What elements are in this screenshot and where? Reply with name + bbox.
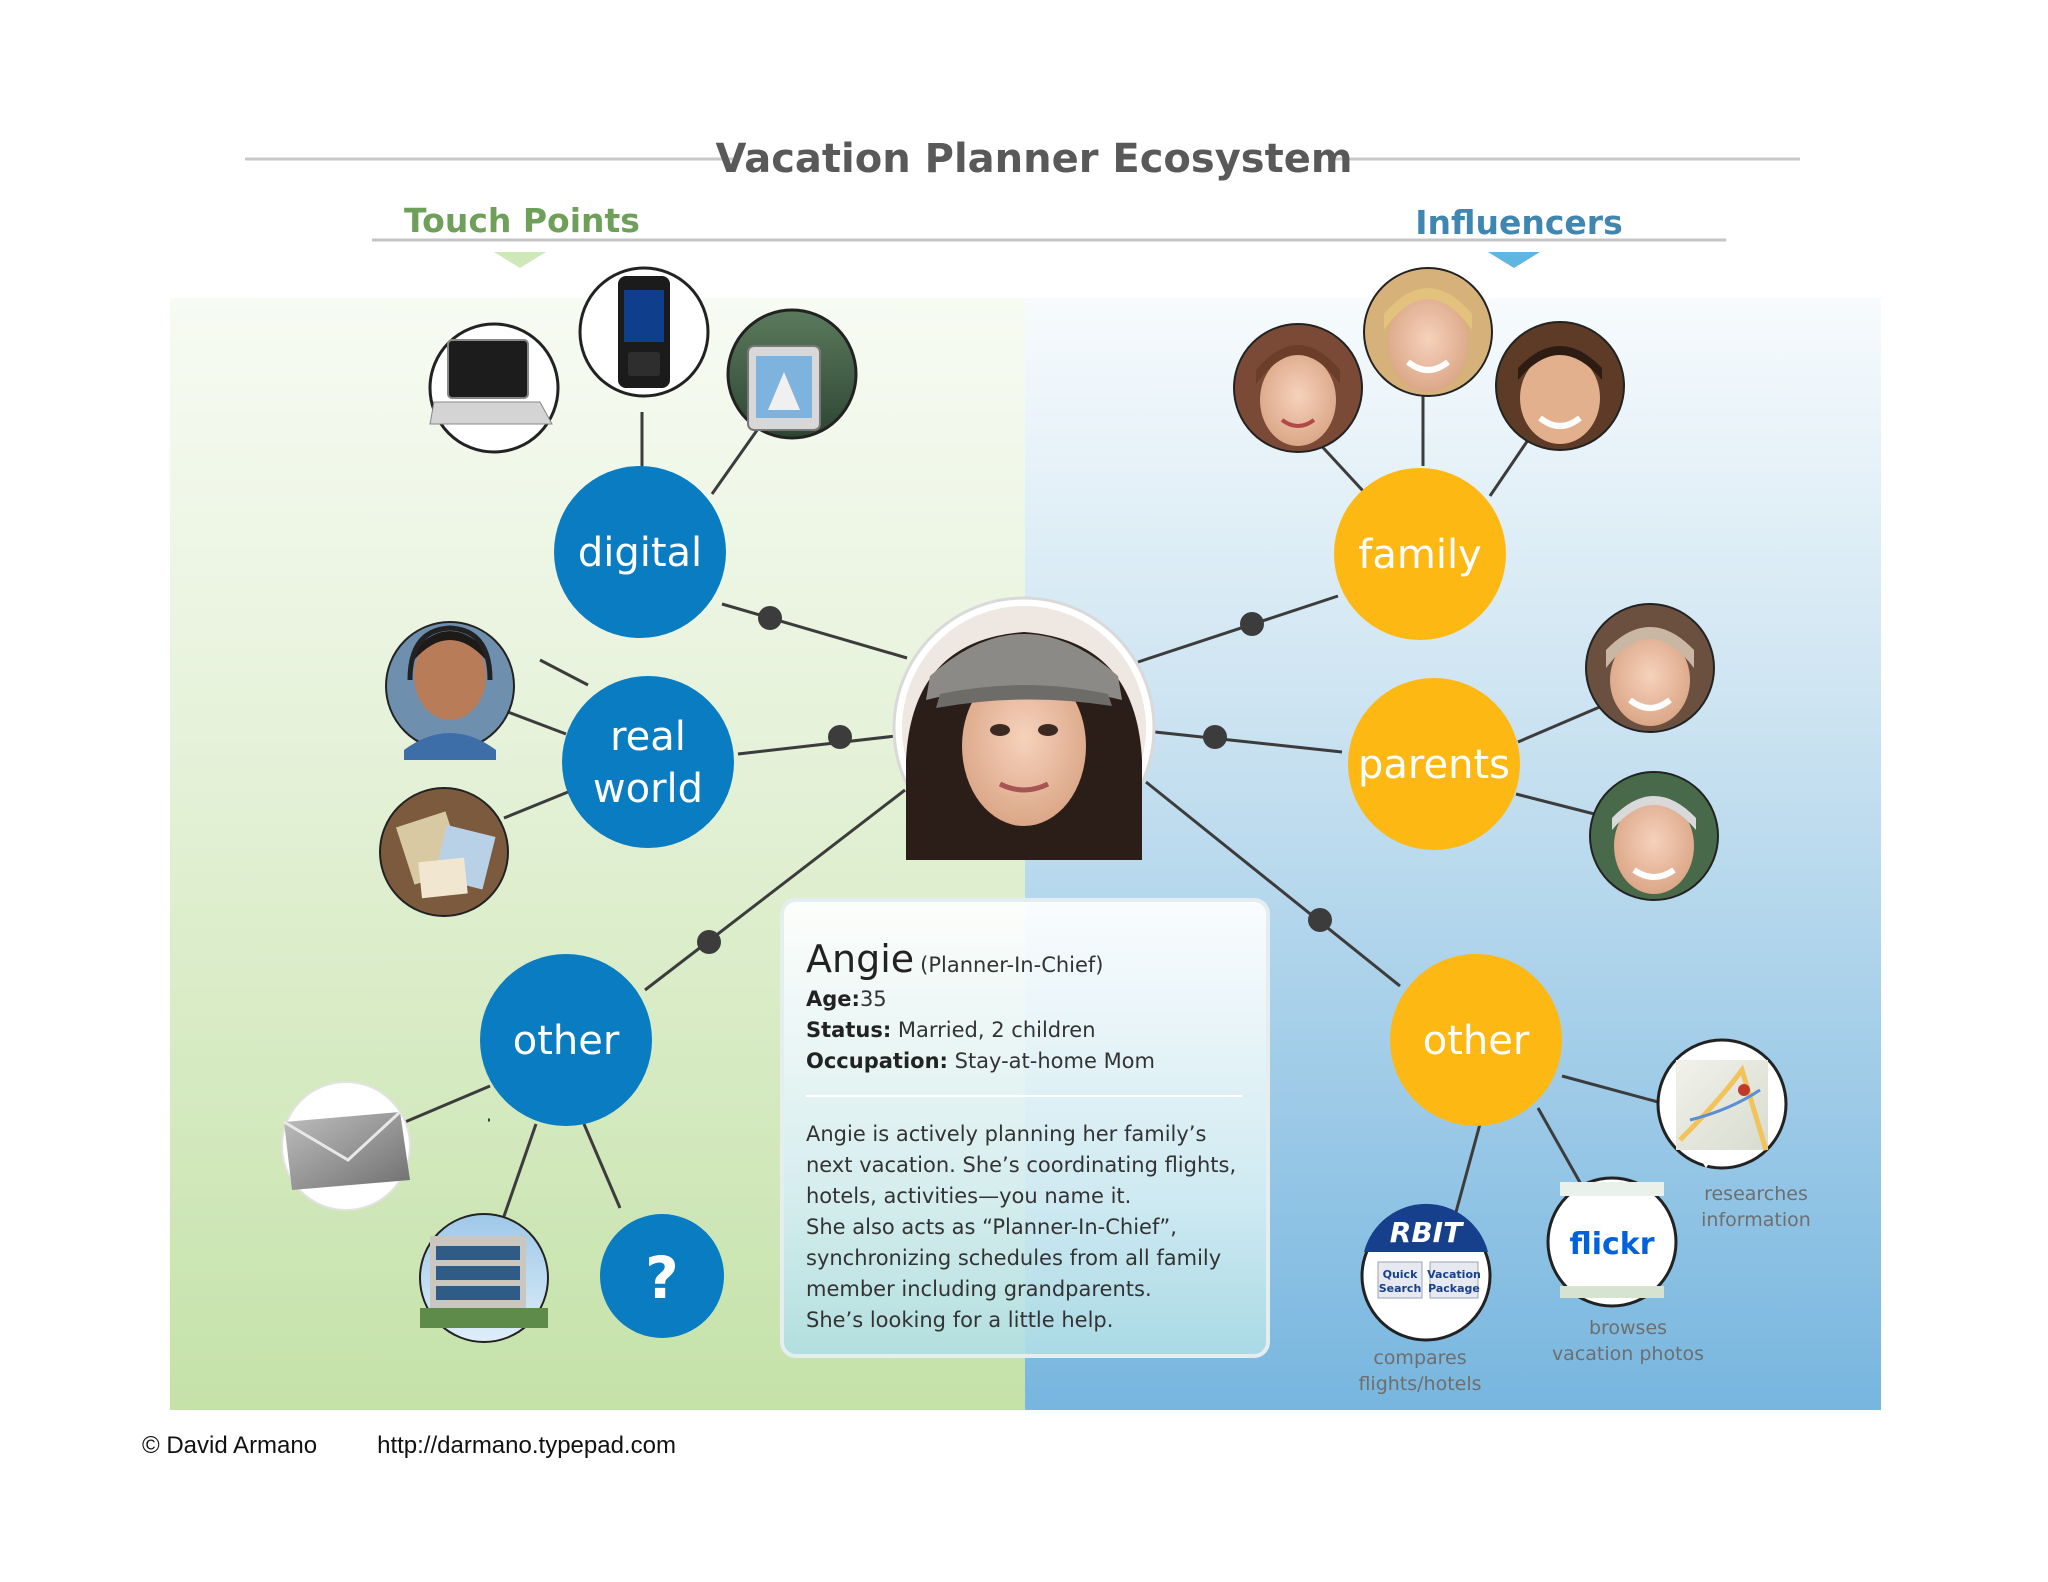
flickr-logo-text: flickr bbox=[1569, 1227, 1654, 1262]
hub-digital: digital bbox=[554, 466, 726, 638]
hub-other-left: other bbox=[480, 954, 652, 1126]
hub-parents: parents bbox=[1348, 678, 1520, 850]
persona-status-value: Married, 2 children bbox=[897, 1018, 1096, 1042]
touch-points-header: Touch Points bbox=[404, 201, 640, 240]
persona-status: Status: Married, 2 children bbox=[806, 1015, 1242, 1046]
persona-name: Angie bbox=[806, 937, 915, 981]
flickr-caption-line2: vacation photos bbox=[1552, 1343, 1704, 1365]
persona-status-label: Status: bbox=[806, 1018, 892, 1042]
hub-other-left-label: other bbox=[513, 1018, 620, 1064]
hub-real-world: real world bbox=[562, 676, 734, 848]
persona-age: Age:35 bbox=[806, 984, 1242, 1015]
husband-photo bbox=[1363, 267, 1493, 397]
influencers-header: Influencers bbox=[1415, 203, 1622, 242]
persona-description-line: member including grandparents. bbox=[806, 1277, 1152, 1301]
map-caption-line1: researches bbox=[1704, 1183, 1808, 1205]
call-center-agent-photo bbox=[385, 621, 515, 760]
grandfather-photo bbox=[1589, 771, 1719, 901]
hub-parents-label: parents bbox=[1358, 742, 1510, 788]
grandmother-photo bbox=[1585, 603, 1715, 733]
footer-url-link[interactable]: http://darmano.typepad.com bbox=[377, 1432, 676, 1459]
persona-name-line: Angie(Planner-In-Chief) bbox=[806, 940, 1242, 978]
smartphone-icon bbox=[578, 266, 710, 398]
persona-age-label: Age: bbox=[806, 987, 860, 1011]
hub-other-right-label: other bbox=[1423, 1018, 1530, 1064]
persona-description-line: She also acts as “Planner-In-Chief”, bbox=[806, 1215, 1177, 1239]
map-icon bbox=[1656, 1038, 1788, 1170]
persona-description: Angie is actively planning her family’s … bbox=[806, 1119, 1242, 1336]
hub-family-label: family bbox=[1358, 532, 1481, 578]
persona-occupation-value: Stay-at-home Mom bbox=[954, 1049, 1155, 1073]
son-photo bbox=[1495, 321, 1625, 451]
persona-description-line: next vacation. She’s coordinating flight… bbox=[806, 1153, 1237, 1177]
hub-digital-label: digital bbox=[578, 530, 702, 576]
persona-age-value: 35 bbox=[859, 987, 887, 1011]
envelope-icon bbox=[281, 1081, 411, 1211]
hub-family: family bbox=[1334, 468, 1506, 640]
hub-unknown-label: ? bbox=[645, 1244, 679, 1312]
orbitz-button-1-line1: Quick bbox=[1383, 1268, 1418, 1281]
orbitz-site-icon: RBIT Quick Search Vacation Package bbox=[1360, 1203, 1492, 1342]
daughter-photo bbox=[1233, 323, 1363, 453]
laptop-icon bbox=[428, 322, 560, 454]
page-title: Vacation Planner Ecosystem bbox=[715, 136, 1352, 182]
orbitz-logo-text: RBIT bbox=[1390, 1216, 1464, 1249]
orbitz-caption-line2: flights/hotels bbox=[1358, 1373, 1481, 1395]
persona-occupation: Occupation: Stay-at-home Mom bbox=[806, 1046, 1242, 1077]
persona-card: Angie(Planner-In-Chief) Age:35 Status: M… bbox=[780, 898, 1270, 1358]
hub-real-world-line1: real bbox=[610, 714, 686, 760]
connector-dots bbox=[697, 606, 1332, 954]
brochures-photo bbox=[379, 787, 509, 917]
orbitz-button-2-line1: Vacation bbox=[1427, 1268, 1481, 1281]
card-divider bbox=[806, 1095, 1242, 1097]
flickr-logo: flickr bbox=[1546, 1176, 1678, 1308]
gps-navigator-icon bbox=[726, 308, 858, 440]
map-caption-line2: information bbox=[1701, 1209, 1811, 1231]
persona-role: (Planner-In-Chief) bbox=[920, 953, 1104, 977]
hub-real-world-line2: world bbox=[593, 766, 703, 812]
orbitz-button-2-line2: Package bbox=[1428, 1282, 1480, 1295]
orbitz-caption-line1: compares bbox=[1373, 1347, 1466, 1369]
hub-other-right: other bbox=[1390, 954, 1562, 1126]
persona-description-line: Angie is actively planning her family’s bbox=[806, 1122, 1207, 1146]
copyright-text: © David Armano bbox=[142, 1432, 318, 1459]
persona-description-line: She’s looking for a little help. bbox=[806, 1308, 1114, 1332]
touch-points-arrow bbox=[494, 252, 546, 268]
orbitz-button-1-line2: Search bbox=[1379, 1282, 1422, 1295]
persona-description-line: synchronizing schedules from all family bbox=[806, 1246, 1222, 1270]
connector-lines bbox=[404, 392, 1659, 1223]
persona-description-line: hotels, activities—you name it. bbox=[806, 1184, 1132, 1208]
office-building-photo bbox=[419, 1213, 549, 1343]
persona-occupation-label: Occupation: bbox=[806, 1049, 948, 1073]
persona-avatar bbox=[892, 596, 1156, 860]
footer: © David Armano http://darmano.typepad.com bbox=[142, 1432, 736, 1460]
influencers-arrow bbox=[1488, 252, 1540, 268]
flickr-caption-line1: browses bbox=[1589, 1317, 1667, 1339]
hub-unknown: ? bbox=[600, 1214, 724, 1338]
